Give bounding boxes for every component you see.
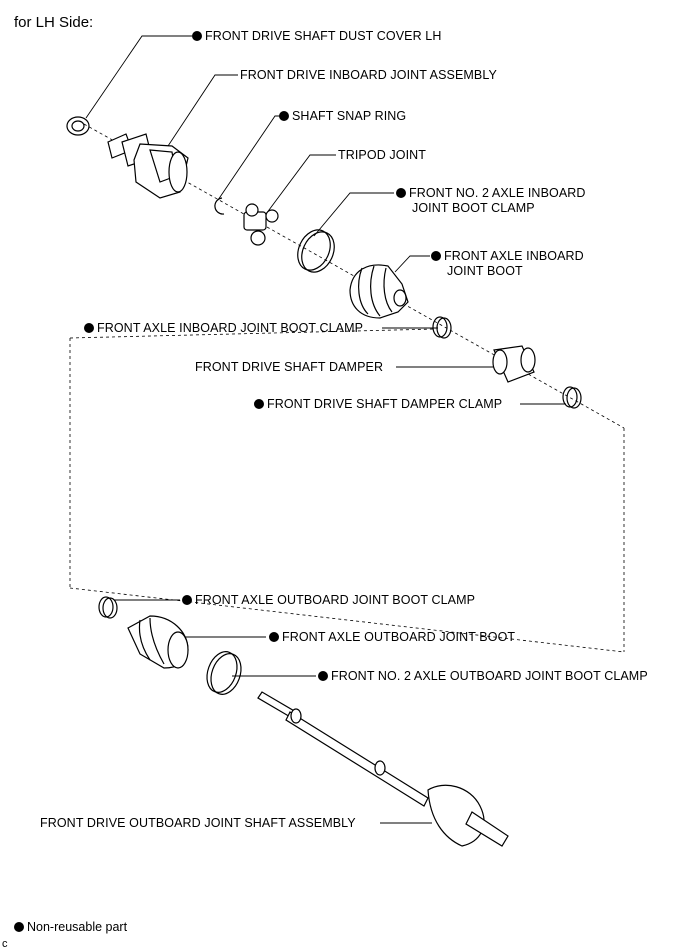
no2-inboard-clamp-part	[297, 229, 335, 273]
non-reusable-dot-icon	[254, 399, 264, 409]
label-text: JOINT BOOT CLAMP	[412, 201, 535, 215]
label-text: FRONT AXLE INBOARD JOINT BOOT CLAMP	[97, 321, 364, 335]
non-reusable-dot-icon	[318, 671, 328, 681]
non-reusable-dot-icon	[182, 595, 192, 605]
label-text: TRIPOD JOINT	[338, 148, 427, 162]
damper-clamp-part	[562, 386, 582, 409]
tripod-joint-part	[243, 203, 279, 246]
inboard-boot-part	[349, 264, 409, 319]
label-outboard-boot-clamp: FRONT AXLE OUTBOARD JOINT BOOT CLAMP	[182, 593, 475, 608]
legend-text: Non-reusable part	[27, 920, 128, 934]
outboard-boot-part	[127, 615, 189, 669]
label-damper: FRONT DRIVE SHAFT DAMPER	[195, 360, 383, 375]
non-reusable-dot-icon	[396, 188, 406, 198]
non-reusable-dot-icon	[269, 632, 279, 642]
non-reusable-dot-icon	[84, 323, 94, 333]
label-outboard-shaft-assembly: FRONT DRIVE OUTBOARD JOINT SHAFT ASSEMBL…	[40, 816, 356, 831]
non-reusable-dot-icon	[192, 31, 202, 41]
label-text: FRONT DRIVE SHAFT DUST COVER LH	[205, 29, 442, 43]
dust-cover-part	[66, 116, 90, 136]
label-text: FRONT AXLE OUTBOARD JOINT BOOT CLAMP	[195, 593, 476, 607]
label-text: FRONT DRIVE SHAFT DAMPER	[195, 360, 384, 374]
non-reusable-dot-icon	[431, 251, 441, 261]
label-dust-cover: FRONT DRIVE SHAFT DUST COVER LH	[192, 29, 441, 44]
label-text: FRONT AXLE OUTBOARD JOINT BOOT	[282, 630, 516, 644]
inboard-boot-clamp-part	[432, 316, 452, 339]
figure-id: c	[2, 938, 8, 950]
label-text: SHAFT SNAP RING	[292, 109, 407, 123]
label-tripod-joint: TRIPOD JOINT	[338, 148, 426, 163]
label-outboard-boot: FRONT AXLE OUTBOARD JOINT BOOT	[269, 630, 515, 645]
non-reusable-dot-icon	[14, 922, 24, 932]
outboard-boot-clamp-part	[98, 596, 118, 619]
no2-outboard-clamp-part	[206, 651, 242, 695]
inboard-joint-assembly-part	[107, 133, 189, 199]
label-no2-outboard-clamp: FRONT NO. 2 AXLE OUTBOARD JOINT BOOT CLA…	[318, 669, 648, 684]
label-text: FRONT DRIVE SHAFT DAMPER CLAMP	[267, 397, 503, 411]
header-text: for LH Side:	[14, 14, 94, 31]
label-damper-clamp: FRONT DRIVE SHAFT DAMPER CLAMP	[254, 397, 502, 412]
label-inboard-boot-clamp: FRONT AXLE INBOARD JOINT BOOT CLAMP	[84, 321, 363, 336]
label-text: FRONT NO. 2 AXLE OUTBOARD JOINT BOOT CLA…	[331, 669, 648, 683]
label-text: FRONT NO. 2 AXLE INBOARD	[409, 186, 586, 200]
label-text: FRONT AXLE INBOARD	[444, 249, 584, 263]
label-text: JOINT BOOT	[447, 264, 523, 278]
label-shaft-snap-ring: SHAFT SNAP RING	[279, 109, 406, 124]
label-text: FRONT DRIVE OUTBOARD JOINT SHAFT ASSEMBL…	[40, 816, 356, 830]
outboard-shaft-assembly-part	[257, 691, 509, 847]
label-inboard-joint-assembly: FRONT DRIVE INBOARD JOINT ASSEMBLY	[240, 68, 497, 83]
label-text: FRONT DRIVE INBOARD JOINT ASSEMBLY	[240, 68, 497, 82]
legend: Non-reusable part	[14, 920, 127, 934]
damper-part	[492, 345, 536, 383]
leader-lines	[85, 35, 566, 824]
non-reusable-dot-icon	[279, 111, 289, 121]
snap-ring-part	[214, 197, 225, 215]
